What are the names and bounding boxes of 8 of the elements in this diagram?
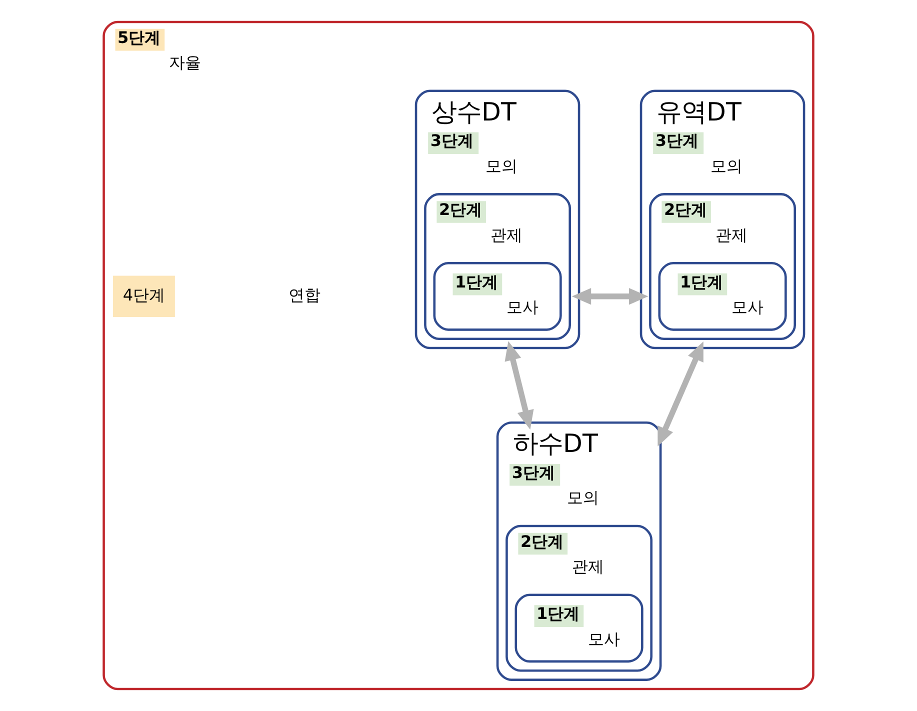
- label: 연합: [288, 286, 321, 305]
- node-box: 1단계 모사: [658, 262, 787, 331]
- node-box: 1단계 모사: [433, 262, 562, 331]
- label: 4단계: [122, 286, 166, 305]
- arrow: [572, 288, 648, 305]
- node-box: 1단계 모사: [514, 594, 644, 663]
- arrow: [504, 341, 534, 430]
- arrow: [658, 341, 704, 446]
